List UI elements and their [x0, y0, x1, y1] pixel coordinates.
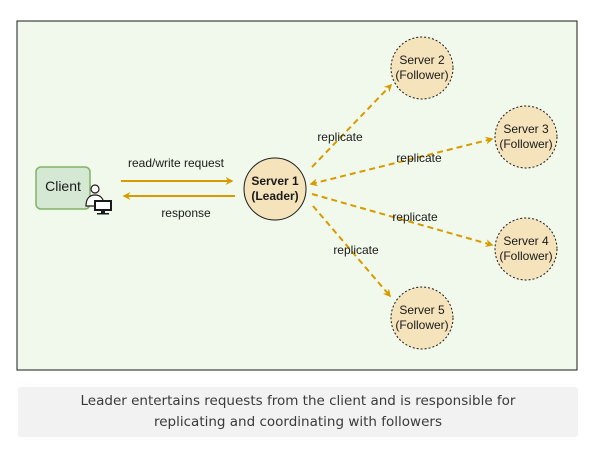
follower-label-line2: (Follower): [395, 68, 448, 82]
follower-label-line2: (Follower): [395, 318, 448, 332]
replicate-label-server4: replicate: [392, 210, 438, 224]
response-label: response: [161, 206, 211, 220]
leader-label-line2: (Leader): [251, 189, 298, 203]
replicate-label-server3: replicate: [396, 151, 442, 165]
follower-circle: [390, 286, 454, 350]
follower-label-line1: Server 5: [399, 303, 445, 317]
follower-node-server3: Server 3 (Follower): [494, 105, 558, 169]
leader-label-line1: Server 1: [251, 174, 299, 188]
follower-circle: [494, 105, 558, 169]
follower-label-line1: Server 2: [399, 53, 445, 67]
follower-node-server4: Server 4 (Follower): [494, 217, 558, 281]
follower-node-server5: Server 5 (Follower): [390, 286, 454, 350]
caption-text: Leader entertains requests from the clie…: [80, 393, 516, 430]
follower-node-server2: Server 2 (Follower): [390, 36, 454, 100]
monitor-icon: [94, 200, 112, 215]
client-node: Client: [35, 166, 112, 215]
follower-label-line2: (Follower): [499, 137, 552, 151]
replicate-arrow-server4: [311, 193, 494, 248]
client-box: [35, 166, 91, 210]
follower-label-line2: (Follower): [499, 249, 552, 263]
replicate-label-server2: replicate: [317, 130, 363, 144]
replicate-arrow-server3: [309, 136, 494, 187]
replicate-arrow-server2: [311, 83, 393, 168]
leader-node: Server 1 (Leader): [243, 157, 307, 221]
leader-circle: [243, 157, 307, 221]
replicate-label-server5: replicate: [333, 243, 379, 257]
follower-circle: [494, 217, 558, 281]
diagram-svg: Client read/write request response repli…: [16, 20, 578, 371]
client-label: Client: [45, 178, 81, 194]
figure-caption: Leader entertains requests from the clie…: [18, 387, 578, 437]
request-label: read/write request: [128, 156, 225, 170]
follower-label-line1: Server 4: [503, 234, 549, 248]
follower-circle: [390, 36, 454, 100]
follower-label-line1: Server 3: [503, 122, 549, 136]
